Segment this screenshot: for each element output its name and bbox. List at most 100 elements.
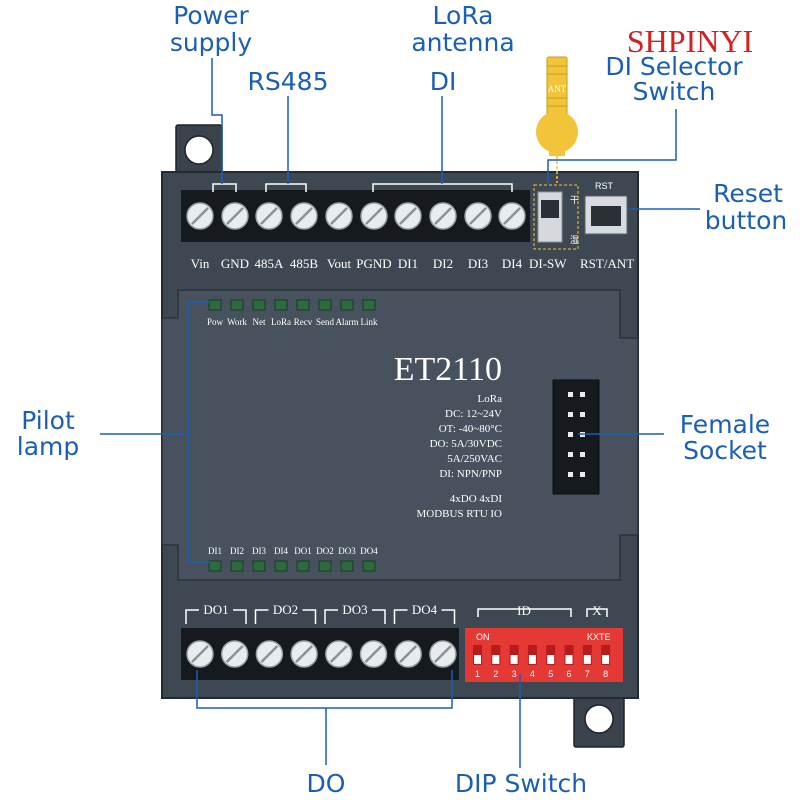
callout-di-selector-line1: DI Selector: [605, 52, 743, 81]
io-led-do3: [340, 560, 354, 572]
callout-pilot-line1: Pilot: [21, 406, 75, 435]
dip-toggle-8[interactable]: [602, 655, 610, 664]
antenna-base: [536, 111, 578, 153]
dip-toggle-1[interactable]: [474, 655, 481, 664]
do-terminal-screw[interactable]: [290, 640, 318, 668]
callout-rs485: RS485: [248, 67, 329, 96]
do-terminal-screw[interactable]: [220, 640, 249, 668]
terminal-label-pgnd: PGND: [356, 256, 391, 271]
spec-line: DO: 5A/30VDC: [430, 438, 502, 450]
dip-toggle-3[interactable]: [510, 655, 518, 664]
terminal-screw-di2[interactable]: [429, 202, 457, 230]
socket-pin: [580, 472, 585, 477]
io-led-label-do1: DO1: [294, 546, 312, 556]
dip-kxte-label: KXTE: [587, 632, 611, 642]
callout-pilot-line2: lamp: [17, 432, 80, 461]
io-led-do1: [296, 560, 310, 572]
socket-pin: [580, 392, 585, 397]
do-label-bg: [338, 602, 372, 616]
dip-toggle-4[interactable]: [528, 655, 536, 664]
terminal-screw-vout[interactable]: [325, 202, 353, 230]
socket-pin: [568, 432, 573, 437]
status-led-label-link: Link: [361, 317, 378, 327]
di-sw-label: DI-SW: [529, 256, 567, 271]
do-terminal-screw[interactable]: [359, 640, 388, 668]
socket-pin: [568, 472, 573, 477]
do-terminal-screw[interactable]: [394, 640, 422, 668]
id-bracket: [477, 608, 572, 617]
terminal-label-vin: Vin: [191, 256, 210, 271]
status-led-label-work: Work: [227, 317, 247, 327]
status-led-label-alarm: Alarm: [336, 317, 359, 327]
dip-toggle-6[interactable]: [565, 655, 573, 664]
spec-line: DC: 12~24V: [445, 408, 502, 420]
terminal-label-di1: DI1: [398, 256, 418, 271]
dip-toggle-7[interactable]: [583, 655, 591, 664]
callout-reset-line2: button: [705, 206, 787, 235]
reset-button[interactable]: [591, 206, 621, 226]
callout-di: DI: [430, 67, 457, 96]
socket-pin: [568, 452, 573, 457]
terminal-label-vout: Vout: [327, 256, 352, 271]
callout-female-line2: Socket: [683, 436, 767, 465]
terminal-label-di4: DI4: [502, 256, 523, 271]
callout-power-line1: Power: [173, 1, 249, 30]
io-led-label-di1: DI1: [208, 546, 222, 556]
do-terminal-screw[interactable]: [255, 640, 284, 668]
spec-line: LoRa: [478, 393, 503, 405]
switch-mark-dry: 干: [570, 195, 579, 205]
io-led-label-di4: DI4: [274, 546, 288, 556]
front-panel: [161, 289, 639, 581]
status-led-label-recv: Recv: [294, 317, 313, 327]
status-led-label-net: Net: [253, 317, 266, 327]
mounting-hole-top: [184, 135, 214, 165]
dip-toggle-2[interactable]: [492, 655, 500, 664]
x-label: X: [592, 603, 602, 618]
status-led-pow: [208, 299, 222, 311]
do-label-bg: [268, 602, 303, 616]
power-leader: [211, 58, 223, 184]
terminal-screw-di4[interactable]: [498, 202, 526, 230]
terminal-screw-485b[interactable]: [290, 202, 318, 230]
io-led-di4: [274, 560, 288, 572]
do-label-bg: [407, 602, 442, 616]
io-led-di2: [230, 560, 244, 572]
dip-number-5: 5: [548, 669, 553, 679]
do-terminal-screw[interactable]: [186, 640, 214, 668]
callout-do: DO: [307, 769, 346, 798]
rst-small-label: RST: [595, 181, 614, 191]
id-label: ID: [517, 603, 531, 618]
dip-number-2: 2: [493, 669, 498, 679]
terminal-screw-di1[interactable]: [394, 202, 422, 230]
io-led-do4: [362, 560, 376, 572]
antenna-connector: [549, 146, 565, 156]
callout-female-line1: Female: [680, 410, 770, 439]
terminal-screw-di3[interactable]: [464, 202, 492, 230]
terminal-screw-485a[interactable]: [255, 202, 283, 230]
socket-pin: [568, 412, 573, 417]
di-selector-knob[interactable]: [541, 200, 559, 218]
status-led-work: [230, 299, 244, 311]
status-led-recv: [296, 299, 310, 311]
do-terminal-screw[interactable]: [325, 640, 353, 668]
do-terminal-screw[interactable]: [429, 640, 457, 668]
dip-number-7: 7: [585, 669, 590, 679]
do-group-label-do4: DO4: [412, 602, 438, 617]
dip-number-3: 3: [512, 669, 517, 679]
callout-power-line2: supply: [170, 28, 253, 57]
do-leader: [196, 670, 453, 765]
model-name: ET2110: [394, 351, 502, 388]
status-led-lora: [274, 299, 288, 311]
terminal-screw-pgnd[interactable]: [360, 202, 388, 230]
callout-dip: DIP Switch: [455, 769, 587, 798]
status-led-link: [362, 299, 376, 311]
dip-toggle-5[interactable]: [547, 655, 555, 664]
antenna-path-outline: [533, 184, 579, 250]
io-led-label-di2: DI2: [230, 546, 244, 556]
do-group-label-do1: DO1: [203, 602, 228, 617]
terminal-screw-gnd[interactable]: [221, 202, 249, 230]
spec-line: DI: NPN/PNP: [439, 468, 502, 480]
terminal-screw-vin[interactable]: [186, 202, 214, 230]
terminal-label-gnd: GND: [221, 256, 249, 271]
